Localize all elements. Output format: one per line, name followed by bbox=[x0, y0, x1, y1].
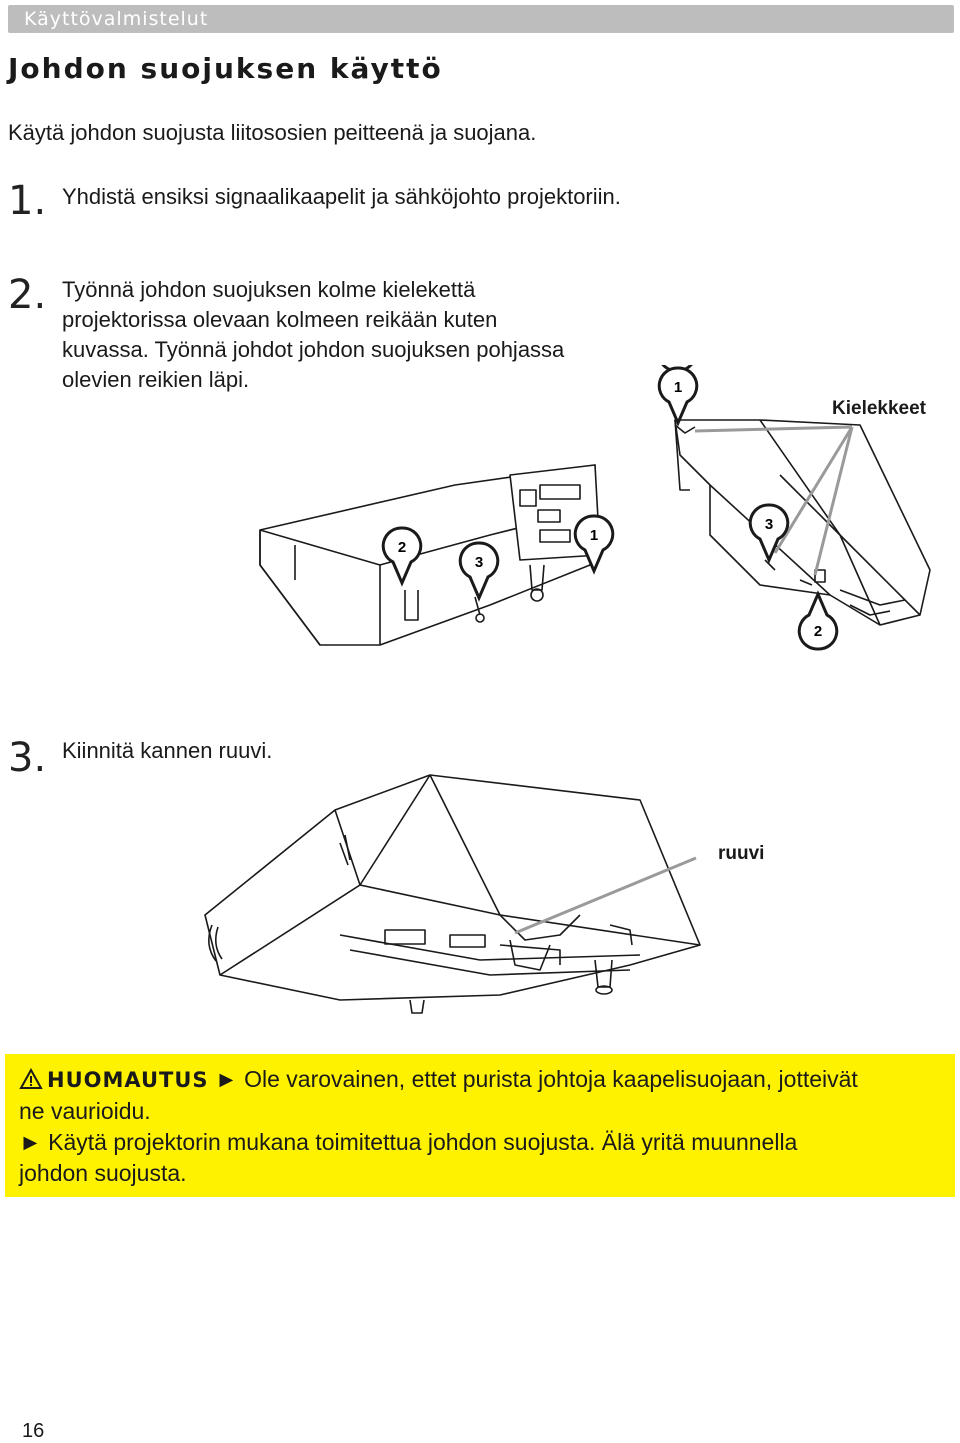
step-2-line-1: Työnnä johdon suojuksen kolme kielekettä bbox=[62, 277, 476, 302]
callout-1-mid: 1 bbox=[573, 514, 615, 575]
caution-text-2: ne vaurioidu. bbox=[19, 1098, 151, 1124]
figure-2-screw-attachment bbox=[204, 774, 701, 1014]
callout-1-mid-label: 1 bbox=[590, 527, 598, 544]
callout-2-right: 2 bbox=[797, 590, 839, 651]
intro-text: Käytä johdon suojusta liitososien peitte… bbox=[8, 120, 537, 145]
figure-2-label-screw: ruuvi bbox=[718, 843, 765, 864]
caution-heading: HUOMAUTUS bbox=[47, 1068, 209, 1092]
warning-triangle-icon bbox=[19, 1068, 43, 1089]
callout-3-right: 3 bbox=[748, 503, 790, 564]
section-header-title: Käyttövalmistelut bbox=[24, 8, 209, 30]
figure-1-label-tabs: Kielekkeet bbox=[832, 398, 927, 419]
caution-line-1: HUOMAUTUS ► Ole varovainen, ettet purist… bbox=[19, 1064, 941, 1096]
page-number: 16 bbox=[22, 1420, 45, 1442]
callout-2-left-label: 2 bbox=[398, 539, 406, 556]
callout-1-top: 1 bbox=[657, 366, 699, 427]
caution-text-1: ► Ole varovainen, ettet purista johtoja … bbox=[214, 1066, 858, 1092]
callout-3-left-label: 3 bbox=[475, 554, 483, 571]
callout-1-top-label: 1 bbox=[674, 379, 682, 396]
caution-text-4: johdon suojusta. bbox=[19, 1160, 187, 1186]
step-1-number: 1. bbox=[8, 178, 47, 224]
callout-2-right-label: 2 bbox=[814, 623, 822, 640]
step-3-text: Kiinnitä kannen ruuvi. bbox=[62, 738, 273, 763]
callout-3-right-label: 3 bbox=[765, 516, 773, 533]
caution-text-3: ► Käytä projektorin mukana toimitettua j… bbox=[19, 1129, 798, 1155]
step-2-line-4: olevien reikien läpi. bbox=[62, 367, 250, 392]
step-2-line-2: projektorissa olevaan kolmeen reikään ku… bbox=[62, 307, 498, 332]
section-header-bar: Käyttövalmistelut bbox=[8, 5, 954, 33]
callout-2-left: 2 bbox=[381, 526, 423, 587]
callout-3-left: 3 bbox=[458, 541, 500, 602]
step-2-number: 2. bbox=[8, 272, 47, 318]
step-1-text: Yhdistä ensiksi signaalikaapelit ja sähk… bbox=[62, 184, 621, 209]
caution-box: HUOMAUTUS ► Ole varovainen, ettet purist… bbox=[5, 1054, 955, 1197]
step-2-line-3: kuvassa. Työnnä johdot johdon suojuksen … bbox=[62, 337, 565, 362]
page-title: Johdon suojuksen käyttö bbox=[8, 52, 443, 85]
step-3-number: 3. bbox=[8, 735, 47, 781]
